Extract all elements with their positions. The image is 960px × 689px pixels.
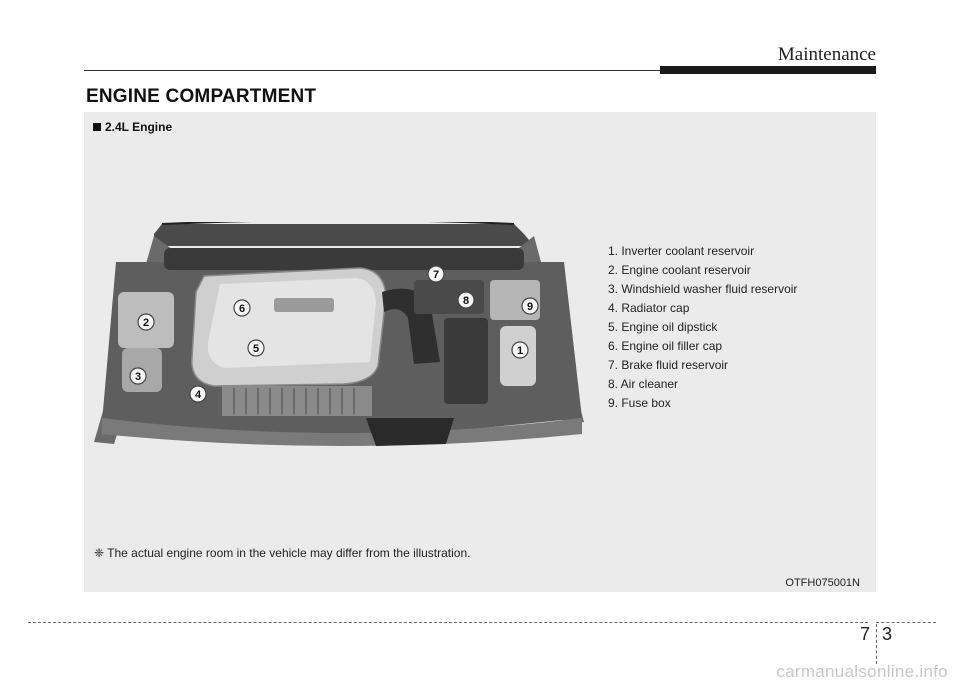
header-rule [84,70,660,71]
header-bar [660,66,876,74]
front-grille-slot [366,418,454,446]
legend-item: 2. Engine coolant reservoir [608,263,751,277]
section-title: ENGINE COMPARTMENT [86,86,317,107]
illustration-note: ❈ The actual engine room in the vehicle … [94,546,471,560]
callout-3: 3 [129,367,147,385]
callout-6: 6 [233,299,251,317]
hood-shape [154,224,534,246]
figure-subtitle: 2.4L Engine [93,120,172,134]
callout-5: 5 [247,339,265,357]
callout-label-3: 3 [135,371,141,383]
header-title: Maintenance [777,44,876,65]
callout-8: 8 [457,291,475,309]
front-bumper [102,418,582,446]
callout-label-1: 1 [517,345,523,357]
engine-fins [233,388,355,414]
legend-item: 4. Radiator cap [608,301,690,315]
callout-label-7: 7 [433,269,439,281]
callout-1: 1 [511,341,529,359]
engine-cover-shade [207,278,376,368]
figure-code: OTFH075001N [785,577,860,589]
engine-badge [274,298,334,312]
footer-rule-left [28,622,868,623]
footer-divider [876,624,877,664]
figure-panel: 2.4L Engine [84,112,876,592]
legend-item: 6. Engine oil filler cap [608,339,723,353]
cowl [164,248,524,270]
legend-item: 7. Brake fluid reservoir [608,358,729,372]
callout-label-5: 5 [253,343,259,355]
chapter-number: 7 [859,624,870,644]
callout-label-4: 4 [195,389,202,401]
footer-rule-right [876,622,936,623]
callout-7: 7 [427,265,445,283]
callout-label-6: 6 [239,303,245,315]
legend-item: 9. Fuse box [608,396,671,410]
callout-label-2: 2 [143,317,149,329]
legend-item: 8. Air cleaner [608,377,679,391]
square-bullet-icon [93,123,101,131]
engine-illustration: 1 2 3 4 5 6 7 8 [94,222,584,446]
callout-9: 9 [521,297,539,315]
legend-item: 3. Windshield washer fluid reservoir [608,282,798,296]
engine-block [222,386,372,416]
legend-list: 1. Inverter coolant reservoir 2. Engine … [608,242,797,413]
legend-item: 1. Inverter coolant reservoir [608,244,755,258]
callout-4: 4 [189,385,207,403]
hood-lip [161,222,515,225]
watermark: carmanualsonline.info [776,662,948,681]
air-duct [444,318,488,404]
callout-2: 2 [137,313,155,331]
page-number: 3 [882,624,893,644]
legend-item: 5. Engine oil dipstick [608,320,718,334]
callout-label-8: 8 [463,295,469,307]
callout-label-9: 9 [527,301,533,313]
figure-subtitle-text: 2.4L Engine [105,120,173,134]
